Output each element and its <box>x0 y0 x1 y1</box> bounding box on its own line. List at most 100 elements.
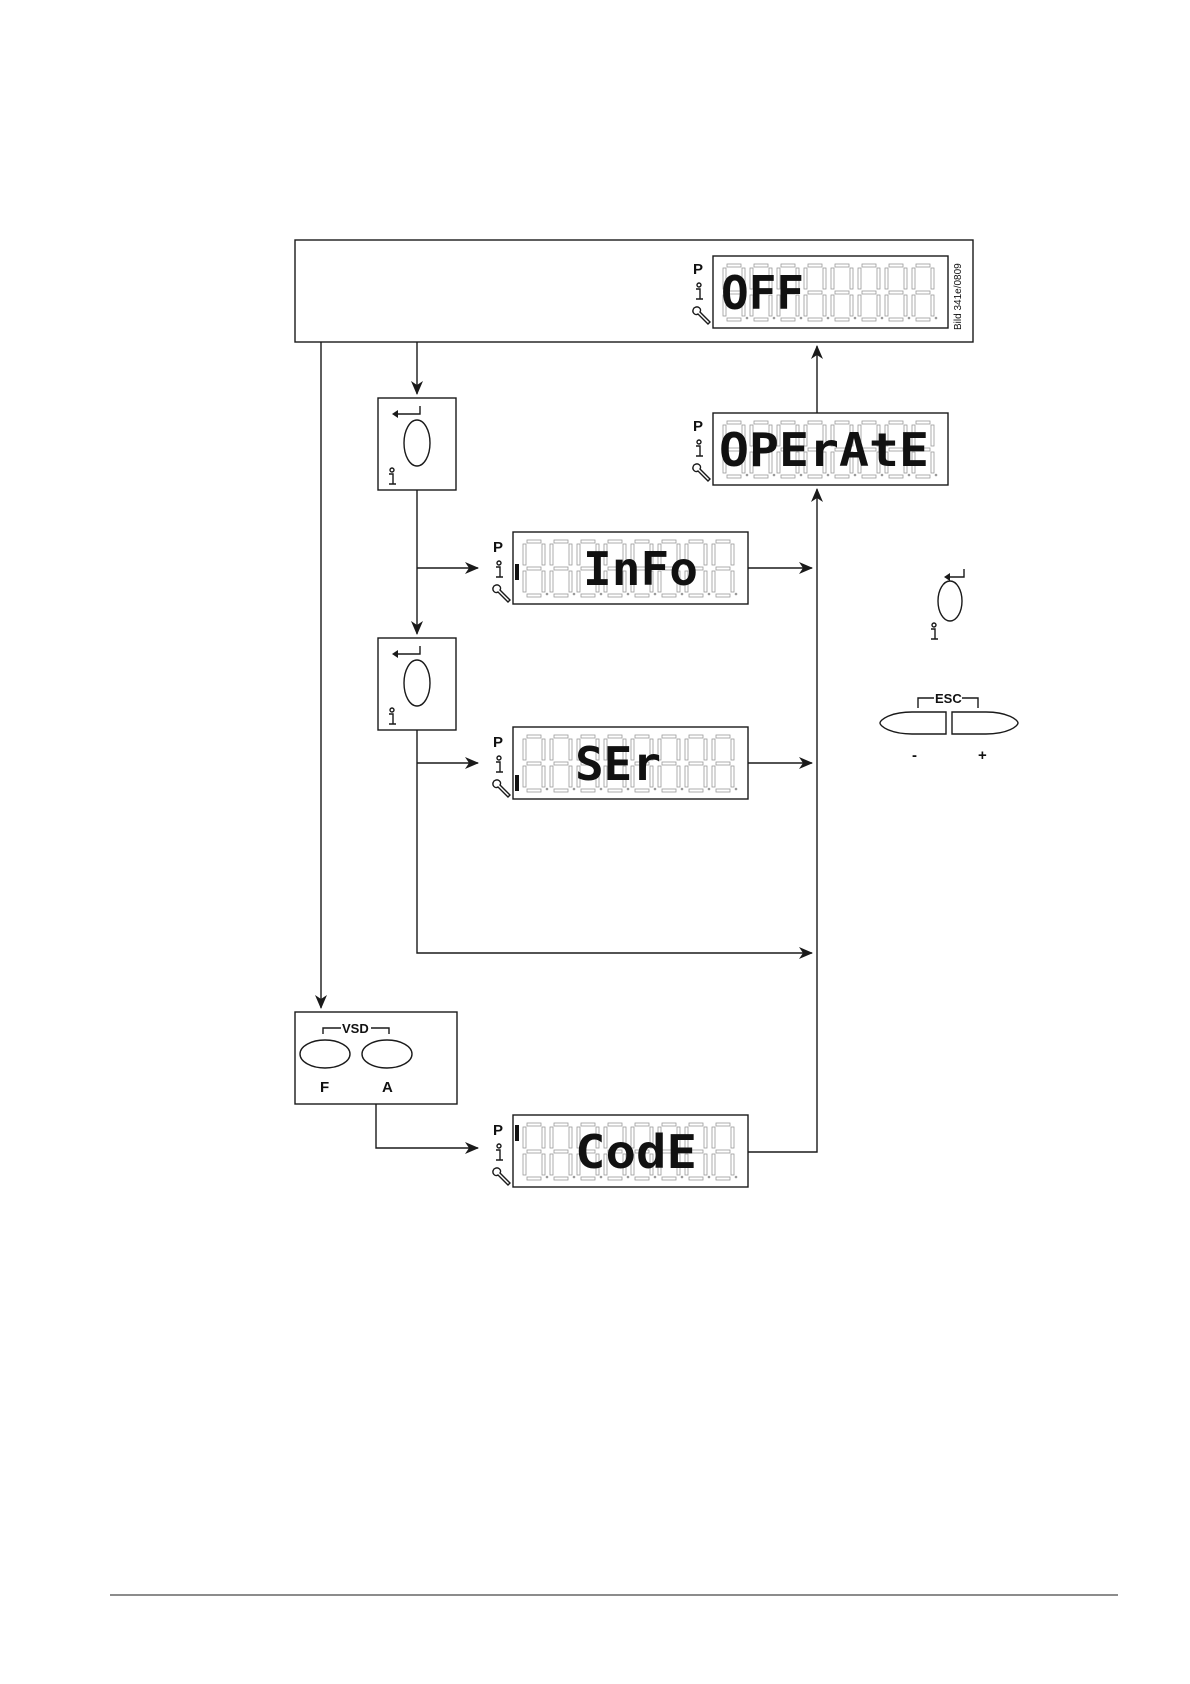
lcd-off-text: OFF <box>721 266 804 320</box>
lcd-ghost-segment <box>716 1150 730 1153</box>
lcd-ghost-segment <box>716 567 730 570</box>
lcd-ghost-segment <box>704 739 707 760</box>
lcd-ghost-segment <box>550 544 553 565</box>
vsd-label: VSD <box>342 1021 369 1036</box>
lcd-ghost-segment <box>554 735 568 738</box>
lcd-ghost-segment <box>527 1150 541 1153</box>
lcd-ghost-segment <box>554 1177 568 1180</box>
lcd-ghost-segment <box>554 567 568 570</box>
lcd-ghost-segment <box>716 1123 730 1126</box>
lcd-ghost-segment <box>662 789 676 792</box>
indicator-p: P <box>493 1122 503 1139</box>
minus-key <box>880 712 946 734</box>
lcd-ghost-segment <box>877 295 880 316</box>
lcd-ghost-dot <box>935 317 938 320</box>
lcd-ghost-segment <box>550 766 553 787</box>
plus-key <box>952 712 1018 734</box>
lcd-ghost-segment <box>677 766 680 787</box>
lcd-ghost-dot <box>681 788 684 791</box>
lcd-ghost-segment <box>569 1154 572 1175</box>
lcd-ghost-segment <box>858 268 861 289</box>
indicator-p: P <box>493 734 503 751</box>
lcd-off: OFF <box>713 256 948 328</box>
lcd-ghost-dot <box>708 788 711 791</box>
lcd-ghost-segment <box>527 735 541 738</box>
lcd-ghost-segment <box>550 739 553 760</box>
lcd-ghost-segment <box>889 291 903 294</box>
info-icon <box>496 1144 503 1160</box>
lcd-ghost-segment <box>885 268 888 289</box>
lcd-ghost-segment <box>712 1127 715 1148</box>
lcd-operate: OPErAtE <box>713 413 948 485</box>
lcd-ghost-segment <box>523 766 526 787</box>
level-marker <box>515 1125 519 1141</box>
lcd-ghost-segment <box>542 544 545 565</box>
lcd-ghost-segment <box>731 1154 734 1175</box>
vsd-key-a-label: A <box>382 1079 393 1096</box>
lcd-ghost-segment <box>569 739 572 760</box>
lcd-service: SEr <box>513 727 748 799</box>
lcd-info-text: InFo <box>583 542 698 596</box>
level-marker <box>515 564 519 580</box>
enter-key-box-1 <box>378 398 456 490</box>
lcd-ghost-segment <box>912 268 915 289</box>
lcd-code-text: CodE <box>575 1125 697 1179</box>
legend-enter-key <box>931 569 964 639</box>
lcd-ghost-segment <box>712 1154 715 1175</box>
lcd-ghost-segment <box>527 540 541 543</box>
lcd-ghost-segment <box>542 739 545 760</box>
lcd-ghost-segment <box>542 1127 545 1148</box>
lcd-ghost-segment <box>862 264 876 267</box>
lcd-ghost-segment <box>527 594 541 597</box>
vsd-key-box: VSD F A <box>295 1012 457 1104</box>
lcd-service-text: SEr <box>575 737 661 791</box>
lcd-ghost-segment <box>862 291 876 294</box>
lcd-ghost-segment <box>569 544 572 565</box>
lcd-ghost-segment <box>685 739 688 760</box>
lcd-operate-indicators: P <box>693 418 710 481</box>
lcd-ghost-segment <box>862 318 876 321</box>
lcd-ghost-segment <box>931 425 934 446</box>
legend-esc-keys: ESC - + <box>880 691 1018 764</box>
lcd-ghost-segment <box>850 295 853 316</box>
lcd-ghost-segment <box>550 1154 553 1175</box>
lcd-ghost-segment <box>808 291 822 294</box>
lcd-ghost-dot <box>935 474 938 477</box>
lcd-info-indicators: P <box>493 539 510 602</box>
lcd-ghost-dot <box>546 1176 549 1179</box>
lcd-ghost-segment <box>527 789 541 792</box>
lcd-ghost-segment <box>931 295 934 316</box>
level-marker <box>515 775 519 791</box>
lcd-ghost-dot <box>546 593 549 596</box>
lcd-ghost-segment <box>554 540 568 543</box>
esc-label: ESC <box>935 691 962 706</box>
lcd-ghost-segment <box>808 264 822 267</box>
lcd-ghost-segment <box>904 295 907 316</box>
enter-arrow-icon <box>944 569 964 581</box>
minus-label: - <box>912 747 917 764</box>
lcd-ghost-segment <box>527 1123 541 1126</box>
lcd-ghost-segment <box>569 571 572 592</box>
lcd-ghost-segment <box>716 762 730 765</box>
lcd-ghost-segment <box>554 789 568 792</box>
lcd-ghost-dot <box>708 1176 711 1179</box>
lcd-ghost-segment <box>931 268 934 289</box>
lcd-code: CodE <box>513 1115 748 1187</box>
lcd-ghost-segment <box>823 268 826 289</box>
lcd-ghost-segment <box>542 766 545 787</box>
lcd-ghost-segment <box>716 735 730 738</box>
info-icon <box>496 756 503 772</box>
lcd-ghost-segment <box>677 739 680 760</box>
lcd-ghost-segment <box>731 544 734 565</box>
lcd-ghost-segment <box>823 295 826 316</box>
lcd-ghost-segment <box>704 1154 707 1175</box>
indicator-p: P <box>493 539 503 556</box>
lcd-ghost-segment <box>712 571 715 592</box>
lcd-ghost-segment <box>542 571 545 592</box>
wrench-icon <box>493 1168 510 1185</box>
lcd-ghost-segment <box>527 1177 541 1180</box>
wrench-icon <box>493 780 510 797</box>
lcd-ghost-segment <box>569 766 572 787</box>
lcd-ghost-segment <box>577 544 580 565</box>
